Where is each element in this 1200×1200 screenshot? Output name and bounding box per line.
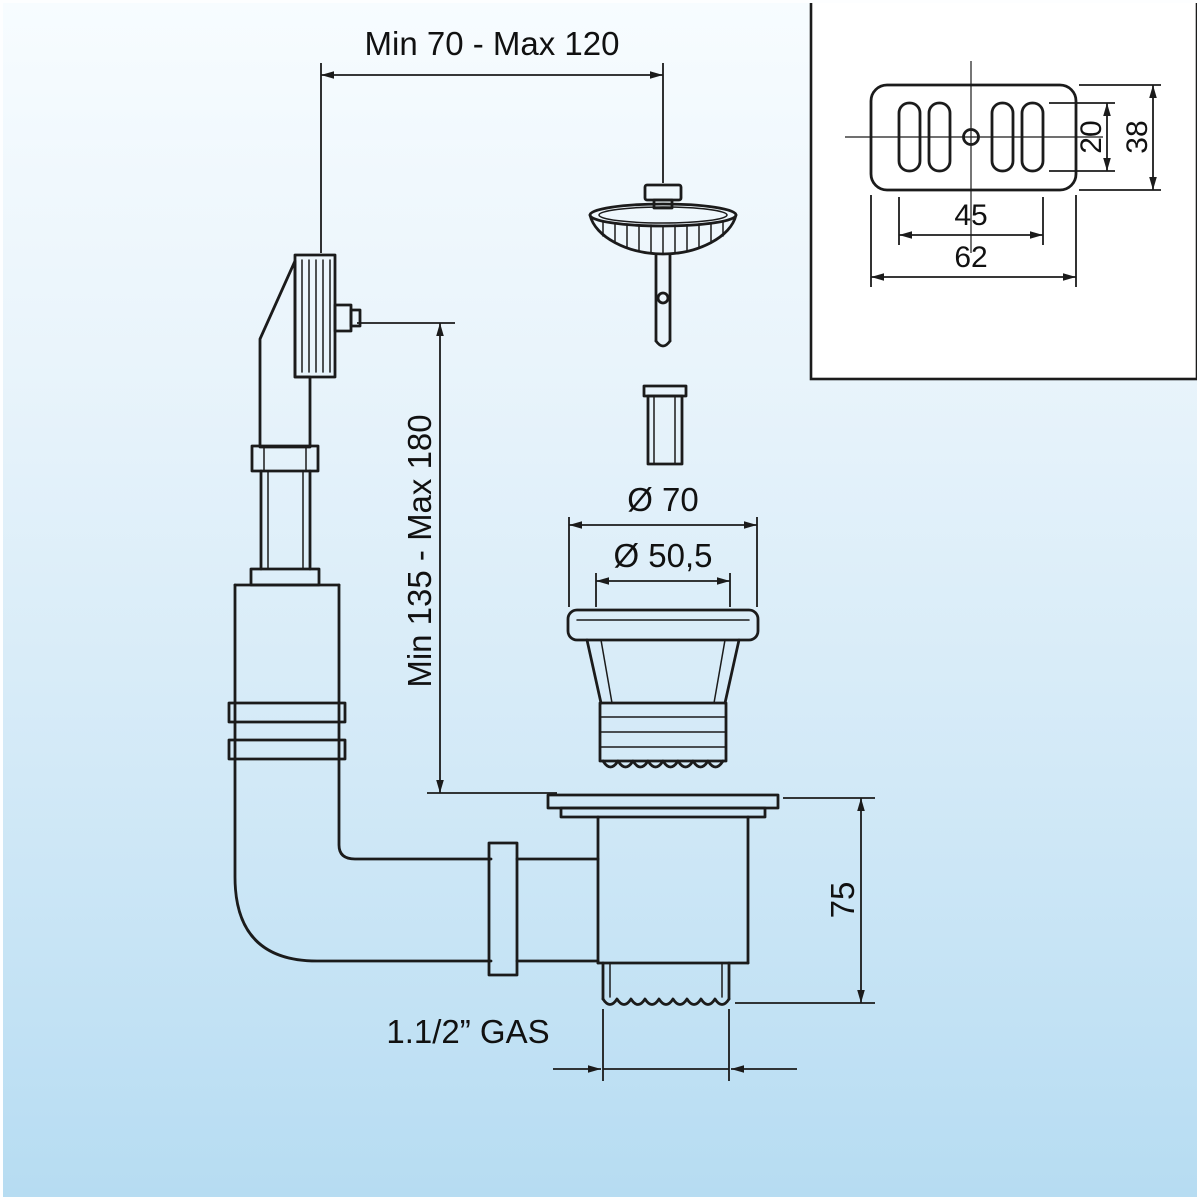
horizontal-coupling-ring — [487, 841, 519, 977]
overflow-head-plate — [293, 253, 337, 379]
height-span-label: Min 135 - Max 180 — [401, 414, 438, 687]
coupling-nut — [250, 444, 320, 473]
elbow-inner-wall — [337, 583, 493, 861]
lower-drain-body — [546, 793, 780, 1006]
outlet-thread-edge — [601, 997, 731, 1006]
sink-flange-lip — [559, 806, 767, 819]
strainer-flange — [566, 608, 760, 642]
tube-rib-band — [227, 701, 347, 724]
telescopic-collar — [249, 567, 321, 587]
strainer-basket — [588, 183, 738, 348]
grate-slot — [990, 101, 1015, 173]
basket-rim-inner — [598, 206, 728, 224]
overflow-assembly — [227, 253, 600, 977]
sink-flange-plate — [546, 793, 780, 810]
grate-width-label: 62 — [954, 241, 987, 274]
slot-height-label: 20 — [1075, 120, 1108, 153]
sleeve-part — [642, 384, 688, 466]
body-taper-wall — [585, 638, 603, 705]
sleeve-body — [646, 394, 684, 466]
overflow-grate-inset: 20 38 45 62 — [809, 3, 1197, 381]
tube-rib-band — [227, 738, 347, 761]
body-taper-wall — [723, 638, 741, 705]
drain-assembly-drawing: 20 38 45 62 — [227, 3, 1197, 1081]
outlet-thread-label: 1.1/2” GAS — [386, 1013, 549, 1050]
top-span-label: Min 70 - Max 120 — [365, 25, 620, 62]
elbow-outer-wall — [233, 583, 493, 963]
basket-knob — [643, 183, 683, 202]
body-taper-inner-wall — [713, 639, 726, 704]
trap-height-label: 75 — [824, 882, 861, 919]
upper-drain-body — [566, 608, 760, 769]
grate-slot — [897, 101, 922, 173]
dimension-annotations: Min 70 - Max 120 Min 135 - Max 180 Ø 70 … — [320, 25, 875, 1081]
flange-diameter-label: Ø 70 — [627, 481, 699, 518]
body-taper-inner-wall — [600, 639, 613, 704]
slot-span-label: 45 — [954, 199, 987, 232]
overflow-screw-head — [349, 308, 362, 328]
overflow-screw — [333, 303, 353, 333]
grate-center-hole — [962, 128, 980, 146]
sleeve-flange — [642, 384, 688, 398]
basket-stem-tip — [654, 339, 672, 348]
drain-diameter-label: Ø 50,5 — [613, 537, 712, 574]
grate-slot — [927, 101, 952, 173]
body-thread-edge — [601, 759, 725, 769]
basket-stem-hole — [656, 291, 670, 305]
grate-height-label: 38 — [1121, 120, 1154, 153]
grate-slot — [1020, 101, 1045, 173]
